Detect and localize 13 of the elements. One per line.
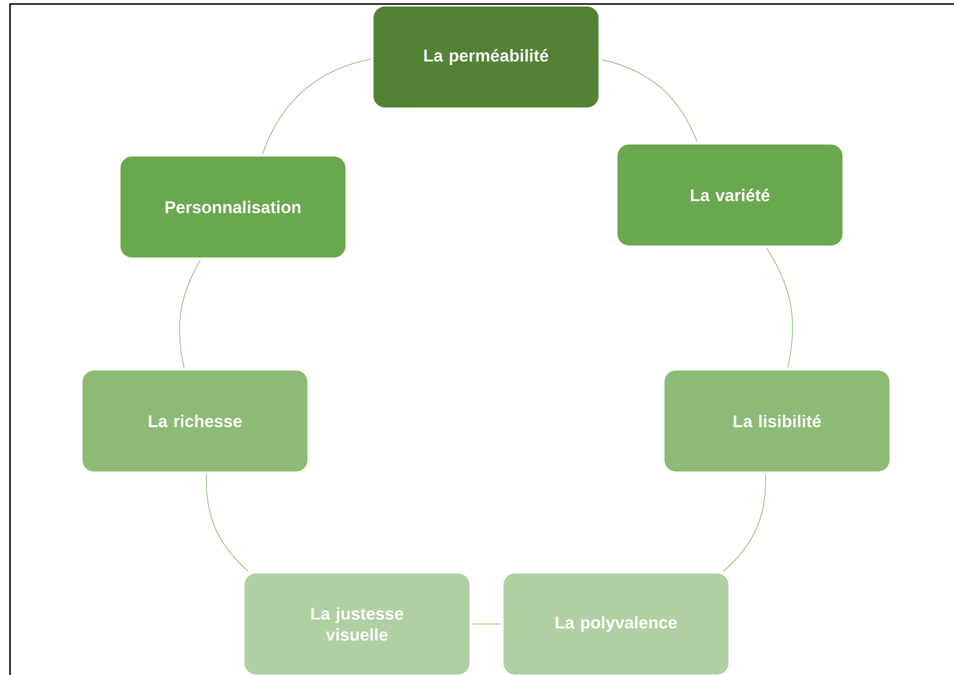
process-box: La variété	[616, 144, 844, 246]
process-box: La lisibilité	[664, 370, 890, 472]
process-box: La perméabilité	[372, 6, 600, 108]
connector-arc	[179, 260, 201, 368]
connector-arc	[766, 248, 793, 368]
connector-arc	[206, 474, 249, 572]
connector-arc	[262, 58, 371, 154]
connector-arc	[601, 59, 698, 142]
process-box: Personnalisation	[120, 156, 346, 258]
connector-arc	[723, 474, 766, 572]
process-box: La richesse	[82, 370, 308, 472]
process-box: La justesse visuelle	[244, 572, 470, 675]
process-box: La polyvalence	[502, 572, 730, 675]
